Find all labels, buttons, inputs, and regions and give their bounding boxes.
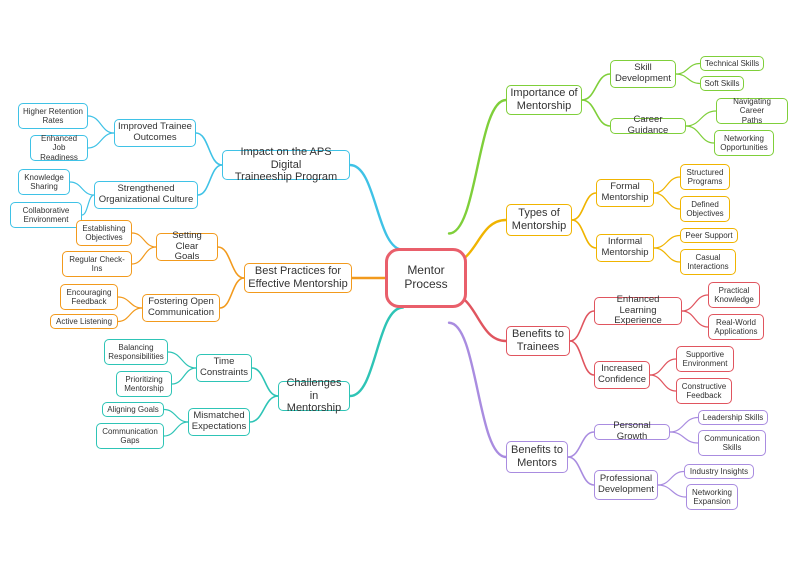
- sub-connector-1-1: [571, 219, 597, 249]
- leaf-node-4-0-1[interactable]: Enhanced Job Readiness: [30, 134, 88, 162]
- leaf-node-5-0-0[interactable]: Establishing Objectives: [76, 220, 132, 246]
- branch-node-5[interactable]: Best Practices for Effective Mentorship: [244, 263, 352, 293]
- sub-node-6-1[interactable]: Mismatched Expectations: [188, 408, 250, 436]
- leaf-node-6-0-0[interactable]: Balancing Responsibilities: [104, 339, 168, 365]
- leaf-connector-4-1-0: [69, 181, 95, 196]
- sub-connector-6-1: [249, 395, 279, 423]
- leaf-node-5-0-1[interactable]: Regular Check- Ins: [62, 251, 132, 277]
- sub-node-2-0[interactable]: Enhanced Learning Experience: [594, 294, 682, 326]
- sub-connector-4-1: [197, 164, 223, 196]
- sub-node-1-1[interactable]: Informal Mentorship: [596, 234, 654, 262]
- sub-node-5-1[interactable]: Fostering Open Communication: [142, 294, 220, 322]
- sub-node-0-0[interactable]: Skill Development: [610, 60, 676, 88]
- leaf-node-0-1-1[interactable]: Networking Opportunities: [714, 130, 774, 156]
- leaf-node-6-1-1[interactable]: Communication Gaps: [96, 423, 164, 449]
- branch-node-4[interactable]: Impact on the APS Digital Traineeship Pr…: [222, 146, 350, 183]
- leaf-connector-0-1-1: [685, 125, 715, 144]
- leaf-connector-0-1-0: [685, 110, 717, 127]
- sub-node-1-0[interactable]: Formal Mentorship: [596, 179, 654, 207]
- leaf-node-6-0-1[interactable]: Prioritizing Mentorship: [116, 371, 172, 397]
- sub-connector-1-0: [571, 192, 597, 221]
- sub-connector-3-1: [567, 456, 595, 486]
- leaf-node-2-0-1[interactable]: Real-World Applications: [708, 314, 764, 340]
- leaf-node-5-1-1[interactable]: Active Listening: [50, 314, 118, 329]
- leaf-connector-3-0-1: [669, 431, 699, 444]
- leaf-node-3-1-0[interactable]: Industry Insights: [684, 464, 754, 479]
- branch-node-1[interactable]: Types of Mentorship: [506, 204, 572, 236]
- leaf-node-1-1-1[interactable]: Casual Interactions: [680, 249, 736, 275]
- leaf-connector-5-0-1: [131, 246, 157, 265]
- leaf-connector-0-0-1: [675, 73, 701, 85]
- leaf-connector-5-1-1: [117, 307, 143, 323]
- leaf-connector-6-1-0: [163, 408, 189, 423]
- leaf-connector-1-1-0: [653, 234, 681, 249]
- sub-node-0-1[interactable]: Career Guidance: [610, 114, 686, 136]
- sub-node-3-1[interactable]: Professional Development: [594, 470, 658, 500]
- leaf-connector-6-0-0: [167, 351, 197, 369]
- leaf-node-4-1-0[interactable]: Knowledge Sharing: [18, 169, 70, 195]
- branch-connector-6: [348, 306, 405, 398]
- leaf-node-5-1-0[interactable]: Encouraging Feedback: [60, 284, 118, 310]
- root-node-mentor-process[interactable]: Mentor Process: [385, 248, 467, 308]
- branch-connector-4: [348, 163, 405, 251]
- sub-connector-5-1: [219, 277, 245, 309]
- leaf-node-6-1-0[interactable]: Aligning Goals: [102, 402, 164, 417]
- leaf-connector-6-0-1: [171, 367, 197, 385]
- branch-node-2[interactable]: Benefits to Trainees: [506, 326, 570, 356]
- branch-node-0[interactable]: Importance of Mentorship: [506, 85, 582, 115]
- sub-node-2-1[interactable]: Increased Confidence: [594, 361, 650, 389]
- leaf-connector-1-1-1: [653, 247, 681, 263]
- sub-node-4-1[interactable]: Strengthened Organizational Culture: [94, 181, 198, 209]
- leaf-connector-1-0-0: [653, 176, 681, 194]
- leaf-connector-5-1-0: [117, 296, 143, 309]
- leaf-connector-4-0-1: [87, 132, 115, 149]
- leaf-connector-4-0-0: [87, 115, 115, 134]
- leaf-node-3-1-1[interactable]: Networking Expansion: [686, 484, 738, 510]
- leaf-node-2-0-0[interactable]: Practical Knowledge: [708, 282, 760, 308]
- leaf-connector-5-0-0: [131, 232, 157, 248]
- leaf-node-2-1-0[interactable]: Supportive Environment: [676, 346, 734, 372]
- branch-node-3[interactable]: Benefits to Mentors: [506, 441, 568, 473]
- sub-connector-0-0: [581, 73, 611, 101]
- sub-node-6-0[interactable]: Time Constraints: [196, 354, 252, 382]
- sub-node-3-0[interactable]: Personal Growth: [594, 420, 670, 442]
- leaf-connector-2-1-1: [649, 374, 677, 392]
- leaf-connector-6-1-1: [163, 421, 189, 437]
- leaf-connector-2-1-0: [649, 358, 677, 376]
- branch-node-6[interactable]: Challenges in Mentorship: [278, 377, 350, 414]
- sub-connector-2-1: [569, 340, 595, 376]
- leaf-connector-3-0-0: [669, 416, 699, 433]
- leaf-node-4-1-1[interactable]: Collaborative Environment: [10, 202, 82, 228]
- sub-connector-4-0: [195, 132, 223, 166]
- leaf-node-1-1-0[interactable]: Peer Support: [680, 228, 738, 243]
- leaf-connector-1-0-1: [653, 192, 681, 210]
- leaf-node-2-1-1[interactable]: Constructive Feedback: [676, 378, 732, 404]
- leaf-connector-2-0-0: [681, 294, 709, 312]
- leaf-connector-3-1-1: [657, 484, 687, 498]
- sub-connector-0-1: [581, 99, 611, 127]
- sub-connector-2-0: [569, 310, 595, 342]
- leaf-node-0-1-0[interactable]: Navigating Career Paths: [716, 97, 788, 125]
- leaf-node-0-0-0[interactable]: Technical Skills: [700, 56, 764, 71]
- leaf-node-0-0-1[interactable]: Soft Skills: [700, 76, 744, 91]
- sub-connector-6-0: [251, 367, 279, 397]
- leaf-connector-2-0-1: [681, 310, 709, 328]
- branch-connector-3: [447, 321, 508, 459]
- leaf-node-1-0-1[interactable]: Defined Objectives: [680, 196, 730, 222]
- sub-connector-5-0: [217, 246, 245, 279]
- sub-node-5-0[interactable]: Setting Clear Goals: [156, 230, 218, 262]
- leaf-node-3-0-1[interactable]: Communication Skills: [698, 430, 766, 456]
- leaf-connector-0-0-0: [675, 62, 701, 75]
- leaf-node-4-0-0[interactable]: Higher Retention Rates: [18, 103, 88, 129]
- leaf-connector-3-1-0: [657, 470, 685, 486]
- leaf-node-3-0-0[interactable]: Leadership Skills: [698, 410, 768, 425]
- leaf-node-1-0-0[interactable]: Structured Programs: [680, 164, 730, 190]
- leaf-connector-4-1-1: [81, 194, 95, 216]
- branch-connector-0: [447, 98, 508, 235]
- sub-connector-3-0: [567, 431, 595, 458]
- sub-node-4-0[interactable]: Improved Trainee Outcomes: [114, 119, 196, 147]
